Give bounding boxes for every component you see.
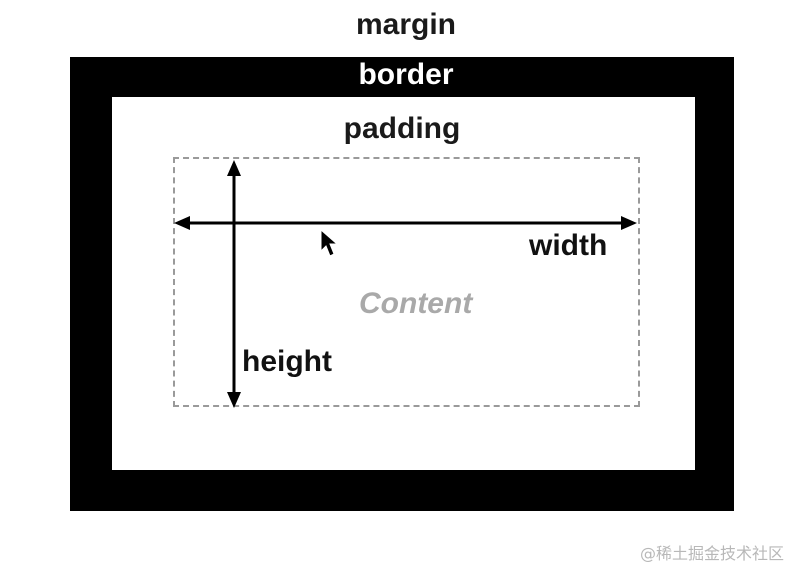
padding-label: padding xyxy=(343,112,461,145)
content-label: Content xyxy=(359,287,473,320)
width-label: width xyxy=(529,229,608,262)
watermark-text: @稀土掘金技术社区 xyxy=(640,544,785,563)
border-label: border xyxy=(358,58,454,91)
padding-area xyxy=(112,97,695,470)
margin-label: margin xyxy=(355,8,457,41)
height-label: height xyxy=(242,345,332,378)
mouse-cursor-icon xyxy=(320,228,339,257)
width-arrow xyxy=(174,216,637,230)
content-area xyxy=(173,157,640,407)
height-arrow xyxy=(227,160,241,408)
